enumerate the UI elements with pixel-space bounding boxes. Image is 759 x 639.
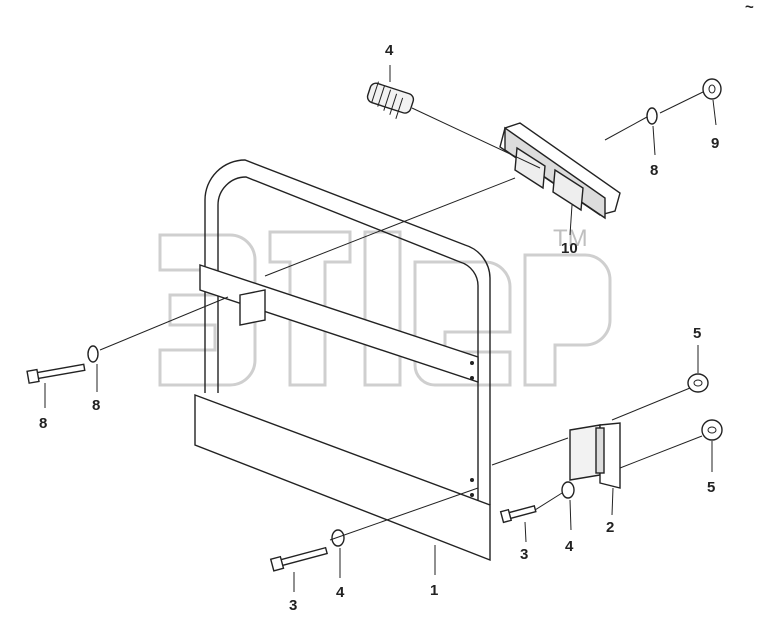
watermark-logo: TM [158,225,612,387]
frame-part-1 [194,159,491,562]
callout-1: 1 [430,582,438,599]
callout-4b: 4 [565,538,574,555]
fasteners [26,78,723,572]
callout-3a: 3 [289,597,297,614]
callout-5b: 5 [707,479,715,496]
leader-lines [44,65,717,592]
callout-3b: 3 [520,546,528,563]
callout-9: 9 [711,135,719,152]
corner-mark: ~ [745,0,754,16]
callout-labels: 4 9 8 10 5 8 8 5 2 4 3 1 4 3 [39,42,719,614]
callout-8a: 8 [92,397,100,414]
callout-10: 10 [561,240,578,257]
callout-5a: 5 [693,325,701,342]
spring-part-6 [366,81,415,119]
hinge-part-2 [569,422,621,489]
callout-2: 2 [606,519,614,536]
callout-8b: 8 [650,162,658,179]
callout-6: 4 [385,42,394,59]
callout-7: 8 [39,415,47,432]
callout-4a: 4 [336,584,345,601]
handle-block-part-10 [499,122,621,220]
